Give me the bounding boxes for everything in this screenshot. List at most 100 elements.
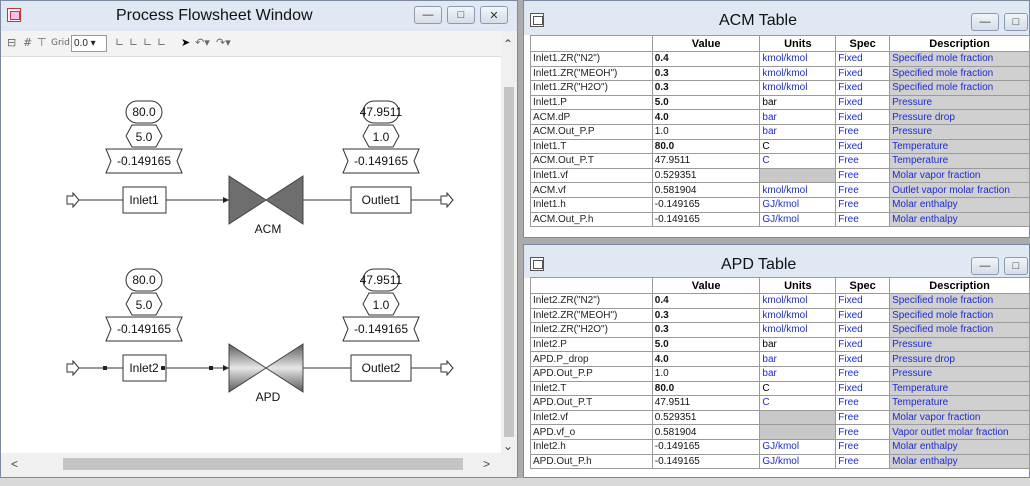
variable-cell[interactable]: Inlet1.vf — [530, 167, 653, 184]
units-cell[interactable]: bar — [759, 336, 837, 353]
minimize-button[interactable]: — — [414, 6, 442, 24]
vertical-scroll-thumb[interactable] — [504, 87, 514, 437]
units-cell[interactable] — [759, 409, 837, 426]
spec-cell[interactable]: Fixed — [835, 380, 891, 397]
scroll-right-icon[interactable]: > — [483, 457, 491, 471]
apd-feed-arrow-icon[interactable] — [66, 359, 80, 377]
variable-cell[interactable]: Inlet1.T — [530, 138, 653, 155]
acm-inlet-enthalpy-tag[interactable] — [105, 148, 183, 174]
spec-cell[interactable]: Free — [835, 424, 891, 440]
description-cell[interactable]: Outlet vapor molar fraction — [889, 182, 1030, 198]
value-cell[interactable]: 0.3 — [651, 307, 761, 324]
description-cell[interactable]: Temperature — [889, 380, 1030, 397]
description-cell[interactable]: Temperature — [889, 138, 1030, 155]
spec-cell[interactable]: Fixed — [835, 65, 891, 82]
description-cell[interactable]: Molar enthalpy — [889, 438, 1030, 455]
spec-cell[interactable]: Fixed — [835, 336, 891, 353]
apd-col-header[interactable]: Spec — [835, 277, 891, 294]
flowsheet-diagram[interactable]: 80.05.0-0.14916547.95111.0-0.149165Inlet… — [1, 57, 501, 453]
acm-outlet-enthalpy-tag[interactable] — [342, 148, 420, 174]
value-cell[interactable]: 0.3 — [651, 322, 761, 338]
apd-col-header[interactable]: Description — [889, 277, 1030, 294]
description-cell[interactable]: Pressure — [889, 336, 1030, 353]
description-cell[interactable]: Specified mole fraction — [889, 80, 1030, 96]
value-cell[interactable]: 47.9511 — [651, 153, 761, 169]
value-cell[interactable]: -0.149165 — [651, 453, 761, 470]
spec-cell[interactable]: Free — [835, 211, 891, 228]
spec-cell[interactable]: Free — [835, 365, 891, 382]
acm-col-header[interactable]: Value — [651, 35, 761, 52]
value-cell[interactable]: 80.0 — [651, 138, 761, 155]
apd-product-arrow-icon[interactable] — [440, 359, 454, 377]
grid-icon[interactable]: # — [23, 36, 33, 49]
variable-cell[interactable]: Inlet2.vf — [530, 409, 653, 426]
description-cell[interactable]: Molar enthalpy — [889, 211, 1030, 228]
selection-handle[interactable] — [103, 366, 107, 370]
value-cell[interactable]: 0.529351 — [651, 409, 761, 426]
description-cell[interactable]: Molar enthalpy — [889, 196, 1030, 213]
spec-cell[interactable]: Free — [835, 153, 891, 169]
acm-inlet-block[interactable] — [122, 186, 167, 214]
snap-icon[interactable]: ⊟ — [7, 36, 17, 49]
acm-maximize-button[interactable]: □ — [1004, 13, 1028, 31]
acm-feed-arrow-icon[interactable] — [66, 191, 80, 209]
description-cell[interactable]: Pressure — [889, 94, 1030, 111]
units-cell[interactable]: bar — [759, 94, 837, 111]
redo-icon[interactable]: ↷▾ — [216, 36, 231, 49]
description-cell[interactable]: Specified mole fraction — [889, 307, 1030, 324]
acm-col-header[interactable]: Units — [759, 35, 837, 52]
variable-cell[interactable]: ACM.Out_P.h — [530, 211, 653, 228]
description-cell[interactable]: Pressure — [889, 365, 1030, 382]
variable-cell[interactable]: Inlet1.P — [530, 94, 653, 111]
apd-maximize-button[interactable]: □ — [1004, 257, 1028, 275]
variable-cell[interactable]: Inlet2.ZR("N2") — [530, 293, 653, 309]
spec-cell[interactable]: Free — [835, 395, 891, 411]
units-cell[interactable]: GJ/kmol — [759, 211, 837, 228]
acm-inlet-pressure-tag[interactable] — [125, 124, 163, 148]
spec-cell[interactable]: Free — [835, 196, 891, 213]
close-button[interactable]: ✕ — [480, 6, 508, 24]
spec-cell[interactable]: Fixed — [835, 80, 891, 96]
acm-valve-right[interactable] — [265, 175, 304, 225]
value-cell[interactable]: 4.0 — [651, 109, 761, 125]
value-cell[interactable]: 0.581904 — [651, 424, 761, 440]
variable-cell[interactable]: ACM.dP — [530, 109, 653, 125]
variable-cell[interactable]: Inlet2.h — [530, 438, 653, 455]
rotate-icon[interactable]: ∟ — [129, 36, 139, 49]
acm-outlet-temperature-tag[interactable] — [362, 100, 400, 124]
spec-cell[interactable]: Fixed — [835, 322, 891, 338]
units-cell[interactable]: kmol/kmol — [759, 307, 837, 324]
acm-outlet-block[interactable] — [350, 186, 412, 214]
spec-cell[interactable]: Fixed — [835, 94, 891, 111]
value-cell[interactable]: -0.149165 — [651, 196, 761, 213]
variable-cell[interactable]: Inlet1.h — [530, 196, 653, 213]
acm-minimize-button[interactable]: — — [971, 13, 999, 31]
variable-cell[interactable]: APD.P_drop — [530, 351, 653, 367]
description-cell[interactable]: Specified mole fraction — [889, 322, 1030, 338]
description-cell[interactable]: Temperature — [889, 395, 1030, 411]
apd-valve-right[interactable] — [265, 343, 304, 393]
variable-cell[interactable]: ACM.Out_P.P — [530, 123, 653, 140]
units-cell[interactable]: C — [759, 395, 837, 411]
apd-titlebar[interactable]: APD Table — □ — [524, 245, 1029, 278]
undo-icon[interactable]: ↶▾ — [195, 36, 210, 49]
variable-cell[interactable]: Inlet2.ZR("MEOH") — [530, 307, 653, 324]
description-cell[interactable]: Molar enthalpy — [889, 453, 1030, 470]
apd-minimize-button[interactable]: — — [971, 257, 999, 275]
